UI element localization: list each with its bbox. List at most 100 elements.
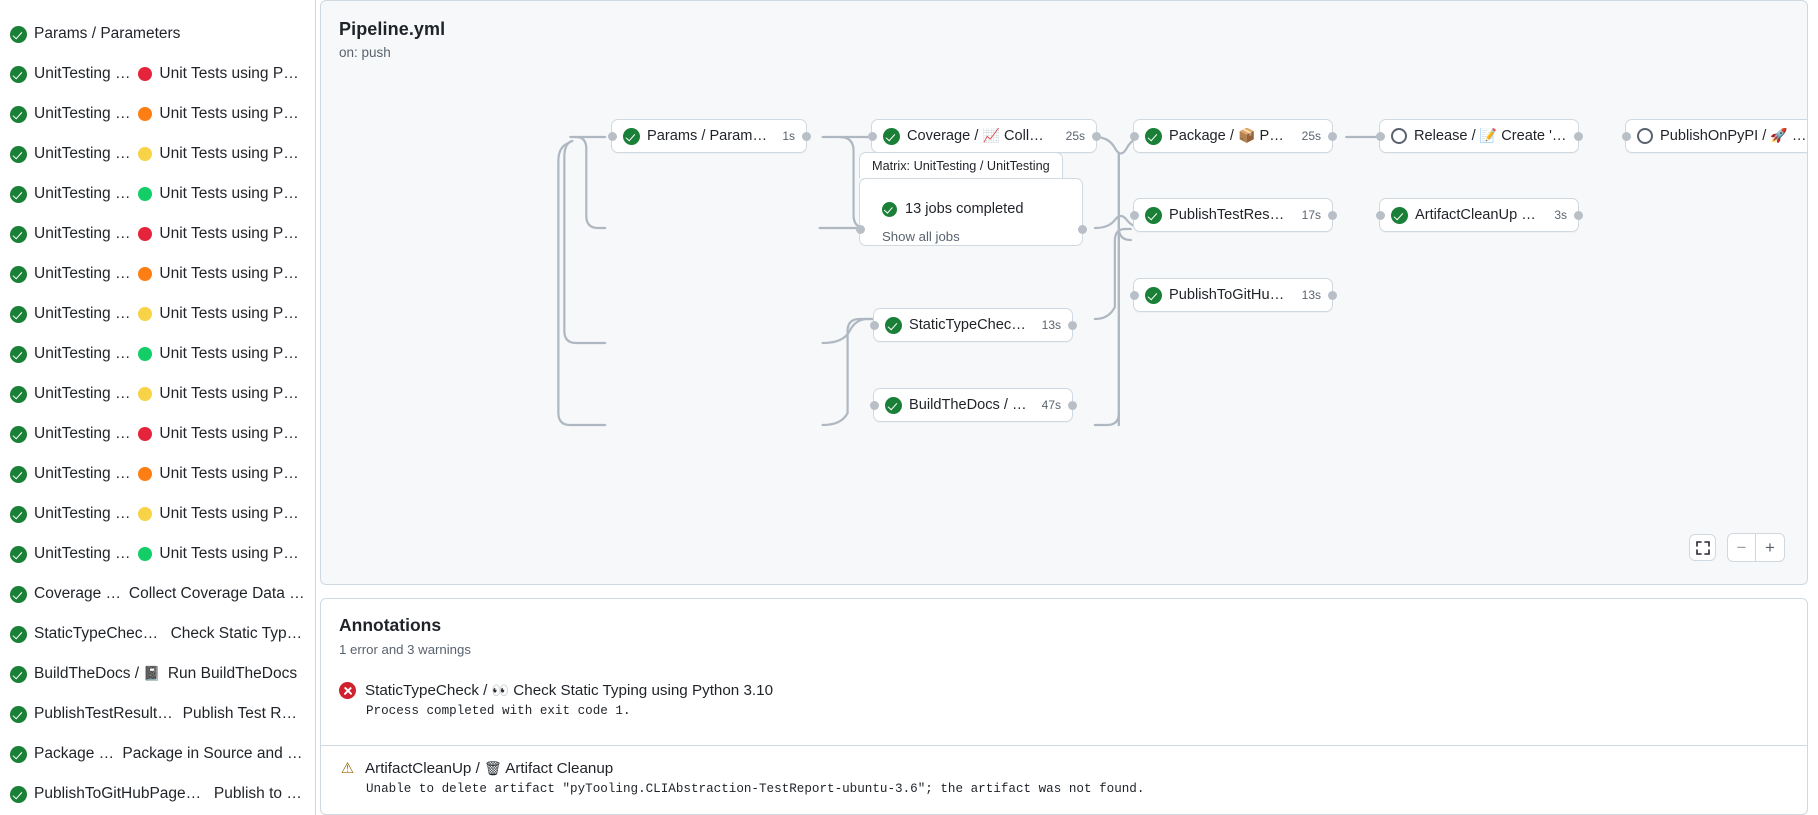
sidebar-item-label: Coverage / 📈 bbox=[34, 585, 122, 603]
node-port-in bbox=[1375, 210, 1385, 220]
node-port-in bbox=[607, 131, 617, 141]
status-success-icon bbox=[1145, 206, 1162, 224]
status-success-icon bbox=[10, 585, 27, 603]
python-version-dot-icon bbox=[138, 267, 153, 281]
sidebar-item-9[interactable]: UnitTesting / 🟦 Unit Tests using Pyth… bbox=[0, 374, 315, 414]
node-label: ArtifactCleanUp / 🗑 Artifac… bbox=[1415, 207, 1539, 223]
sidebar-item-3[interactable]: UnitTesting / 🐧 Unit Tests using Pyth… bbox=[0, 134, 315, 174]
node-port-out bbox=[1573, 210, 1583, 220]
sidebar-item-label: UnitTesting / 🐧 bbox=[34, 185, 131, 203]
graph-canvas[interactable]: Params / Parameters 1s Coverage / 📈 Coll… bbox=[321, 1, 1807, 584]
status-success-icon bbox=[10, 505, 27, 523]
status-success-icon bbox=[10, 745, 27, 763]
python-version-dot-icon bbox=[138, 347, 153, 361]
sidebar-item-10[interactable]: UnitTesting / 🍎 Unit Tests using Pyth… bbox=[0, 414, 315, 454]
show-all-jobs-link[interactable]: Show all jobs bbox=[882, 229, 960, 244]
zoom-out-button[interactable]: − bbox=[1728, 534, 1756, 561]
sidebar-item-2[interactable]: UnitTesting / 🐧 Unit Tests using Pyth… bbox=[0, 94, 315, 134]
python-version-dot-icon bbox=[138, 507, 153, 521]
sidebar-item-sublabel: Check Static Typing… bbox=[170, 625, 305, 642]
sidebar-item-16[interactable]: BuildTheDocs / 📓 Run BuildTheDocs bbox=[0, 654, 315, 694]
status-pending-icon bbox=[1637, 128, 1653, 144]
node-port-in bbox=[1129, 131, 1139, 141]
node-port-out bbox=[1573, 131, 1583, 141]
node-port-out bbox=[1091, 131, 1101, 141]
zoom-in-button[interactable]: + bbox=[1765, 538, 1775, 557]
sidebar-item-13[interactable]: UnitTesting / 🍎 Unit Tests using Pyth… bbox=[0, 534, 315, 574]
sidebar-item-7[interactable]: UnitTesting / 🧊 Unit Tests using Pyth… bbox=[0, 294, 315, 334]
graph-node-params[interactable]: Params / Parameters 1s bbox=[607, 119, 811, 153]
node-port-out bbox=[1067, 400, 1077, 410]
status-success-icon bbox=[10, 225, 27, 243]
python-version-dot-icon bbox=[138, 387, 153, 401]
status-success-icon bbox=[10, 385, 27, 403]
sidebar-item-11[interactable]: UnitTesting / 🍎 Unit Tests using Pyth… bbox=[0, 454, 315, 494]
sidebar-item-6[interactable]: UnitTesting / 🧊 Unit Tests using Pyth… bbox=[0, 254, 315, 294]
main-content: Pipeline.yml on: push bbox=[316, 0, 1818, 815]
graph-node-package[interactable]: Package / 📦 Package in So… 25s bbox=[1129, 119, 1337, 153]
matrix-group-unittesting[interactable]: Matrix: UnitTesting / UnitTesting 13 job… bbox=[855, 152, 1087, 246]
status-success-icon bbox=[10, 545, 27, 563]
graph-zoom-controls[interactable]: − + bbox=[1689, 533, 1785, 562]
status-success-icon bbox=[623, 127, 640, 145]
status-success-icon bbox=[10, 345, 27, 363]
matrix-group-tab: Matrix: UnitTesting / UnitTesting bbox=[859, 152, 1063, 178]
sidebar-item-17[interactable]: PublishTestResults / 📊 Publish Test Resu… bbox=[0, 694, 315, 734]
sidebar-item-label: UnitTesting / 🧊 bbox=[34, 305, 131, 323]
node-label: PublishTestResults / 📊 Pu… bbox=[1169, 207, 1287, 223]
sidebar-item-19[interactable]: PublishToGitHubPages / 📚 Publish to G… bbox=[0, 774, 315, 814]
python-version-dot-icon bbox=[138, 547, 153, 561]
status-success-icon bbox=[10, 665, 27, 683]
page-title: Pipeline.yml bbox=[339, 19, 446, 39]
sidebar-item-18[interactable]: Package / 📦 Package in Source and Wh… bbox=[0, 734, 315, 774]
sidebar-item-14[interactable]: Coverage / 📈 Collect Coverage Data usi… bbox=[0, 574, 315, 614]
memo-icon: 📝 bbox=[1479, 128, 1498, 143]
zoom-buttons[interactable]: − + bbox=[1727, 533, 1785, 562]
graph-node-publishonpypi[interactable]: PublishOnPyPI / 🚀 Publish to … bbox=[1621, 119, 1807, 153]
sidebar-item-15[interactable]: StaticTypeCheck / 👀 Check Static Typing… bbox=[0, 614, 315, 654]
sidebar-item-1[interactable]: UnitTesting / 🐧 Unit Tests using Pyth… bbox=[0, 54, 315, 94]
sidebar-item-5[interactable]: UnitTesting / 🧊 Unit Tests using Pyth… bbox=[0, 214, 315, 254]
sidebar-item-8[interactable]: UnitTesting / 🧊 Unit Tests using Pyth… bbox=[0, 334, 315, 374]
annotations-list: StaticTypeCheck / 👀 Check Static Typing … bbox=[321, 667, 1807, 809]
node-port-out bbox=[1327, 210, 1337, 220]
sidebar-item-12[interactable]: UnitTesting / 🍎 Unit Tests using Pyth… bbox=[0, 494, 315, 534]
sidebar-item-sublabel: Unit Tests using Pyth… bbox=[159, 65, 305, 82]
graph-node-publishtogithubpages[interactable]: PublishToGitHubPages / 📚 … 13s bbox=[1129, 278, 1337, 312]
python-version-dot-icon bbox=[138, 187, 153, 201]
annotation-title: ⚠ArtifactCleanUp / 🗑 Artifact Cleanup bbox=[339, 760, 1789, 777]
node-duration: 13s bbox=[1041, 318, 1061, 332]
graph-node-buildthedocs[interactable]: BuildTheDocs / 📓 Run Buil… 47s bbox=[869, 388, 1077, 422]
python-version-dot-icon bbox=[138, 107, 153, 121]
sidebar-item-label: UnitTesting / 🟦 bbox=[34, 385, 131, 403]
matrix-jobs-count: 13 jobs completed bbox=[905, 201, 1024, 217]
status-success-icon bbox=[10, 785, 27, 803]
sidebar-item-label: UnitTesting / 🐧 bbox=[34, 145, 131, 163]
annotation-row[interactable]: StaticTypeCheck / 👀 Check Static Typing … bbox=[321, 667, 1807, 731]
node-label: Coverage / 📈 Collect Cove… bbox=[907, 128, 1051, 144]
status-success-icon bbox=[10, 425, 27, 443]
status-success-icon bbox=[10, 105, 27, 123]
sidebar-item-sublabel: Unit Tests using Pyth… bbox=[159, 305, 305, 322]
graph-node-release[interactable]: Release / 📝 Create 'Release P… bbox=[1375, 119, 1583, 153]
sidebar-item-label: PublishTestResults / 📊 bbox=[34, 705, 176, 722]
sidebar-item-0[interactable]: Params / Parameters bbox=[0, 14, 315, 54]
node-port-out bbox=[1067, 320, 1077, 330]
sidebar-item-sublabel: Unit Tests using Pyth… bbox=[159, 185, 305, 202]
sidebar-item-sublabel: Package in Source and Wh… bbox=[122, 745, 305, 762]
graph-node-artifactcleanup[interactable]: ArtifactCleanUp / 🗑 Artifac… 3s bbox=[1375, 198, 1583, 232]
sidebar-item-sublabel: Publish to G… bbox=[213, 785, 305, 802]
sidebar-item-4[interactable]: UnitTesting / 🐧 Unit Tests using Pyth… bbox=[0, 174, 315, 214]
graph-node-statictypecheck[interactable]: StaticTypeCheck / 👀 Chec… 13s bbox=[869, 308, 1077, 342]
status-success-icon bbox=[10, 145, 27, 163]
graph-node-publishtestresults[interactable]: PublishTestResults / 📊 Pu… 17s bbox=[1129, 198, 1337, 232]
sidebar-item-label: Params / Parameters bbox=[34, 25, 181, 42]
node-label: Package / 📦 Package in So… bbox=[1169, 128, 1287, 144]
node-port-in bbox=[1621, 131, 1631, 141]
graph-node-coverage-real[interactable]: Coverage / 📈 Collect Cove… 25s bbox=[867, 119, 1101, 153]
fit-screen-icon[interactable] bbox=[1689, 534, 1716, 561]
node-port-in bbox=[869, 320, 879, 330]
status-success-icon bbox=[10, 305, 27, 323]
